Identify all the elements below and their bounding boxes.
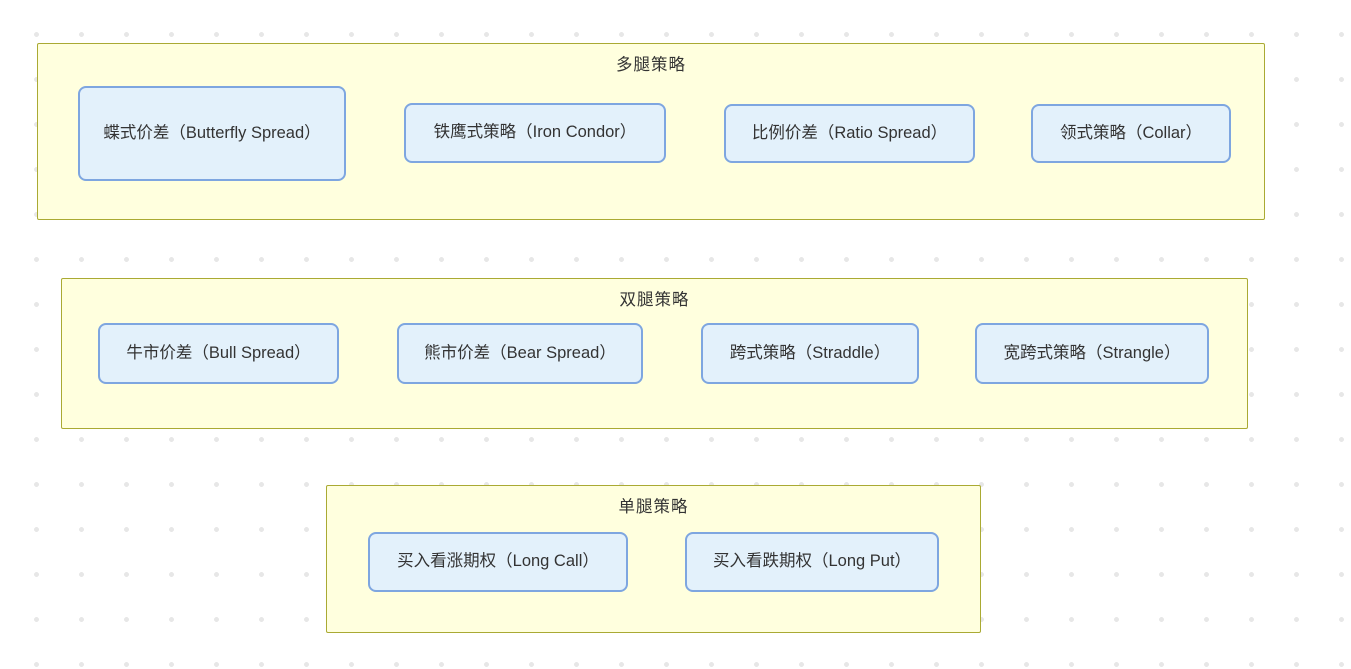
node-long-put: 买入看跌期权（Long Put）: [685, 532, 939, 592]
node-collar: 领式策略（Collar）: [1031, 104, 1231, 163]
node-bull-spread: 牛市价差（Bull Spread）: [98, 323, 339, 384]
node-bear-spread: 熊市价差（Bear Spread）: [397, 323, 643, 384]
node-ratio-spread: 比例价差（Ratio Spread）: [724, 104, 975, 163]
group-single-leg-strategies: 单腿策略 买入看涨期权（Long Call） 买入看跌期权（Long Put）: [326, 485, 981, 633]
group-title-single-leg: 单腿策略: [618, 498, 689, 516]
node-long-call: 买入看涨期权（Long Call）: [368, 532, 628, 592]
node-straddle: 跨式策略（Straddle）: [701, 323, 919, 384]
node-strangle: 宽跨式策略（Strangle）: [975, 323, 1209, 384]
group-title-two-leg: 双腿策略: [619, 291, 690, 309]
group-two-leg-strategies: 双腿策略 牛市价差（Bull Spread） 熊市价差（Bear Spread）…: [61, 278, 1248, 429]
group-title-multi-leg: 多腿策略: [616, 56, 686, 74]
node-iron-condor: 铁鹰式策略（Iron Condor）: [404, 103, 666, 163]
group-multi-leg-strategies: 多腿策略 蝶式价差（Butterfly Spread） 铁鹰式策略（Iron C…: [37, 43, 1265, 220]
node-butterfly-spread: 蝶式价差（Butterfly Spread）: [78, 86, 346, 181]
